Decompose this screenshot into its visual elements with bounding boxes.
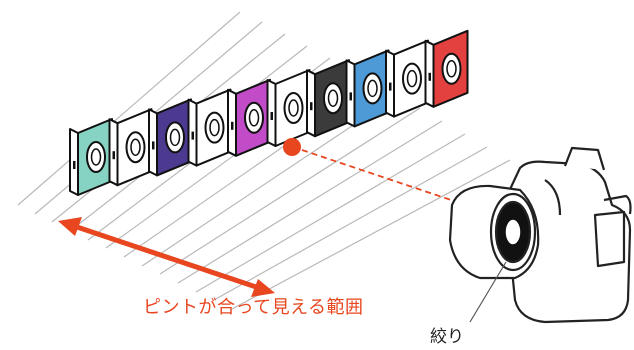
slr-camera-illustration <box>448 146 632 324</box>
subject-camera-2 <box>108 108 153 187</box>
aperture-pointer <box>469 261 507 323</box>
aperture-label: 絞り <box>430 327 464 347</box>
depth-of-field-arrow <box>58 217 275 297</box>
focus-point <box>283 138 301 156</box>
subject-camera-3 <box>148 98 192 177</box>
subject-camera-7 <box>306 59 350 138</box>
subject-camera-8 <box>345 49 390 128</box>
subject-camera-4 <box>187 88 232 167</box>
subject-camera-10 <box>424 29 469 108</box>
focus-line <box>301 149 461 204</box>
focus-range-label: ピントが合って見える範囲 <box>143 297 364 318</box>
aperture-opening <box>504 218 522 246</box>
subject-camera-1 <box>69 118 113 196</box>
subject-cameras <box>69 29 469 196</box>
subject-camera-6 <box>266 69 311 147</box>
subject-camera-9 <box>385 39 429 118</box>
subject-camera-5 <box>227 78 271 157</box>
ground-plane <box>5 10 520 330</box>
